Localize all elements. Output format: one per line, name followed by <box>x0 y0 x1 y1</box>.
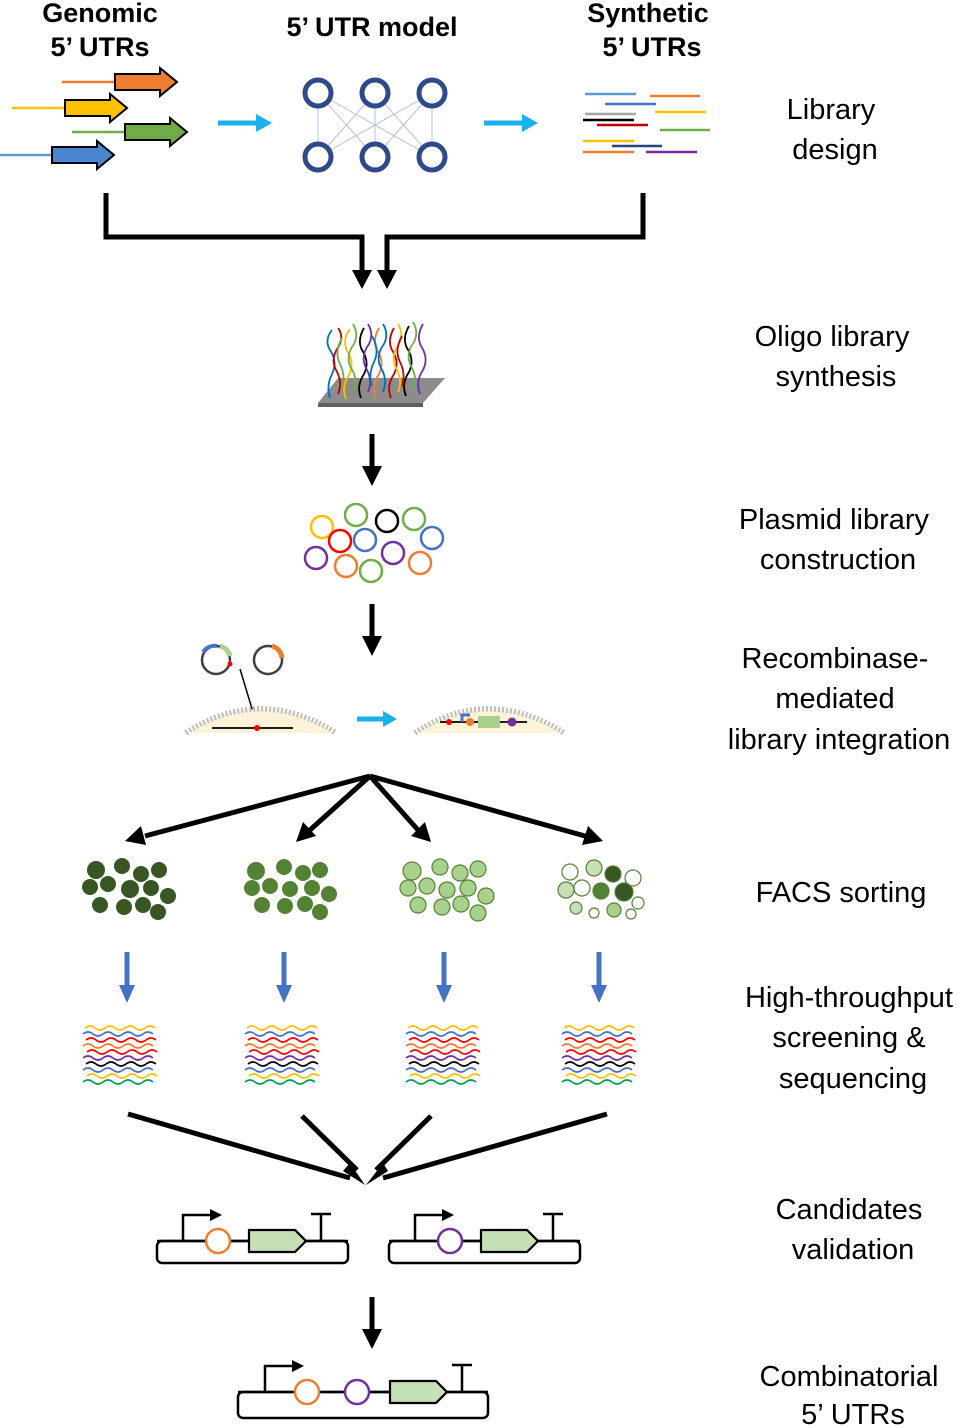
synthetic-header-line1: Synthetic <box>587 0 709 28</box>
sequencing-reads-icon <box>244 1025 320 1085</box>
sequencing-reads-icon <box>405 1025 481 1085</box>
step-label-library-design: Library design <box>787 94 884 166</box>
step-label-plasmid-construction: Plasmid library construction <box>739 504 937 576</box>
facs-cell-population-icon <box>399 858 495 922</box>
arrow-head-icon <box>582 826 603 845</box>
cyan-arrow-icon <box>218 114 272 132</box>
expression-construct-icon <box>155 1209 350 1265</box>
cyan-arrow-icon <box>484 114 538 132</box>
genomic-header-line2: 5’ UTRs <box>50 32 149 62</box>
model-header: 5’ UTR model <box>286 12 457 42</box>
synthetic-utr-lines-icon <box>583 92 710 154</box>
utr-gene-arrows-icon <box>0 65 189 172</box>
step-label-recombinase-integration: Recombinase- mediated library integratio… <box>728 643 950 756</box>
synthetic-header-line2: 5’ UTRs <box>602 32 701 62</box>
step-label-candidates-validation: Candidates validation <box>776 1194 931 1266</box>
arrow-head-icon <box>362 1329 382 1349</box>
cell-integration-icon <box>184 643 566 736</box>
facs-cell-population-icon <box>244 859 337 920</box>
expression-construct-icon <box>387 1209 582 1265</box>
expression-construct-icon <box>236 1360 490 1420</box>
arrow-head-icon <box>362 466 382 486</box>
plasmid-rings-icon <box>303 502 445 584</box>
arrow-head-icon <box>352 270 372 289</box>
sequencing-reads-icon <box>82 1025 158 1085</box>
arrow-head-icon <box>296 822 316 842</box>
arrow-head-icon <box>411 822 431 842</box>
arrow-head-icon <box>343 1163 365 1185</box>
oligo-array-chip-icon <box>318 321 445 407</box>
arrow-head-icon <box>362 636 382 656</box>
step-label-oligo-synthesis: Oligo library synthesis <box>755 321 918 393</box>
arrow-head-icon <box>366 1163 388 1185</box>
sequencing-reads-icon <box>561 1025 637 1085</box>
merge-connector <box>103 193 646 278</box>
arrow-head-icon <box>377 270 397 289</box>
facs-cell-population-icon <box>82 858 176 920</box>
neural-network-icon <box>302 77 448 173</box>
arrow-head-icon <box>125 826 146 845</box>
branch-arrows <box>144 773 586 839</box>
step-label-high-throughput-screening: High-throughput screening & sequencing <box>745 982 961 1095</box>
blue-arrow-icon <box>119 952 607 1003</box>
facs-cell-population-icon <box>557 859 645 920</box>
step-label-combinatorial-utrs: Combinatorial 5’ UTRs <box>760 1361 947 1428</box>
genomic-header-line1: Genomic <box>42 0 158 28</box>
step-label-facs-sorting: FACS sorting <box>756 877 927 909</box>
converge-arrows <box>127 1111 608 1181</box>
